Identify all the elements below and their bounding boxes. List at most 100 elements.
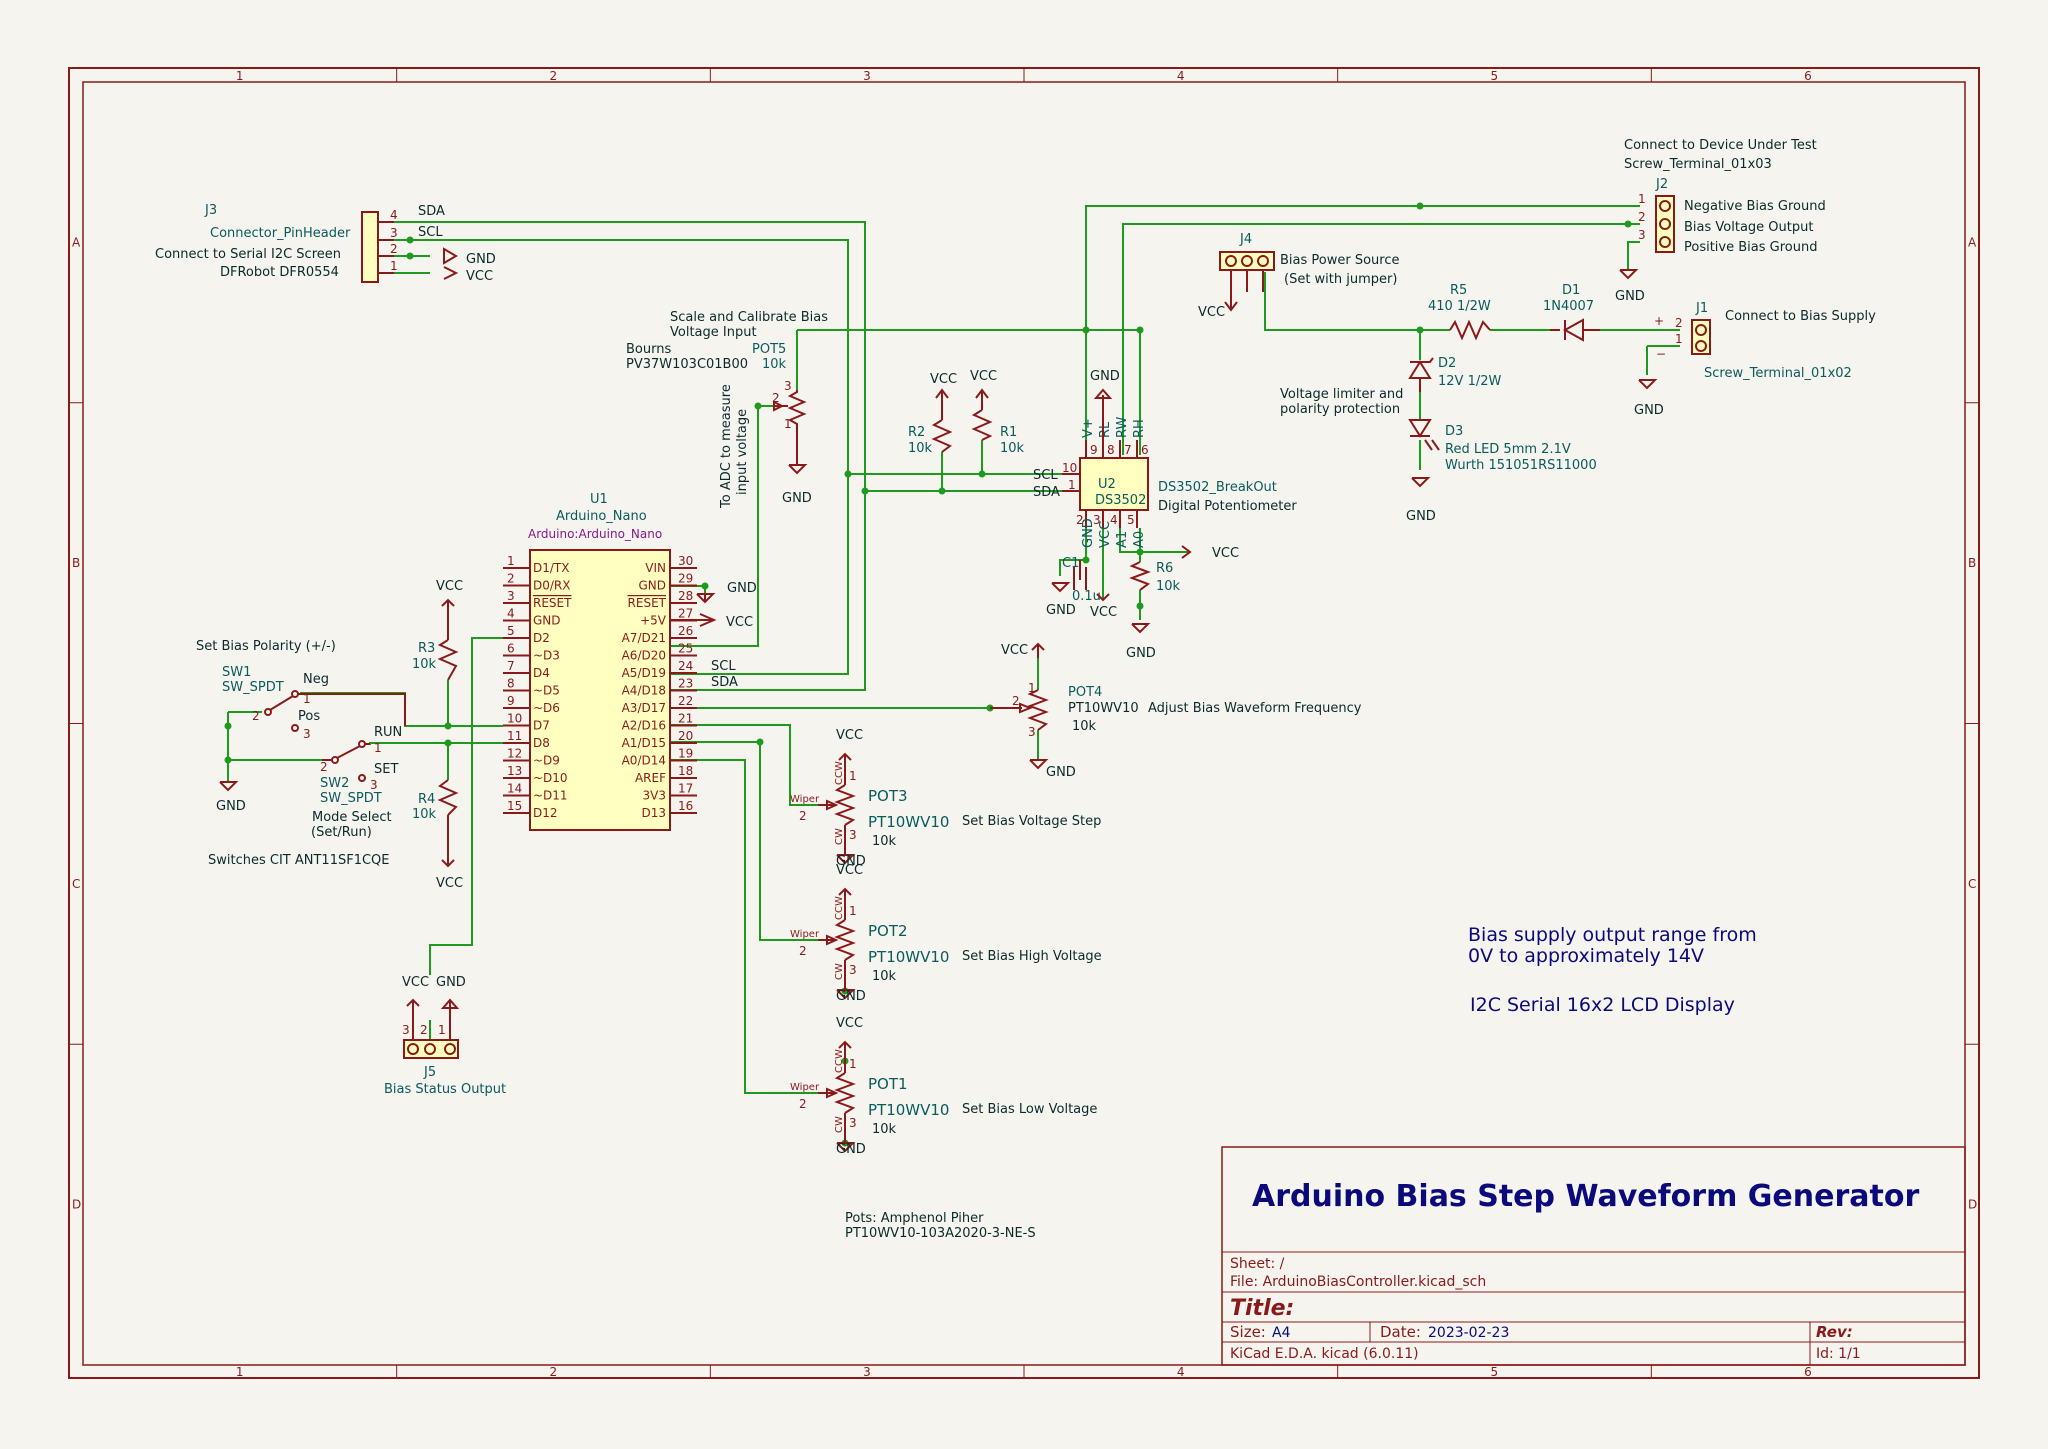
u1-left-pin-name: ~D11 — [533, 789, 568, 803]
u2-scl-label: SCL — [1033, 468, 1058, 483]
u1-right-pin-name: A4/D18 — [622, 684, 666, 698]
u1-left-pin-name: ~D3 — [533, 649, 560, 663]
j3-desc2: DFRobot DFR0554 — [220, 265, 339, 280]
j2-label-1: Negative Bias Ground — [1684, 199, 1826, 214]
u1-right-pin-name: A6/D20 — [622, 649, 666, 663]
pot2-ref: POT2 — [868, 922, 908, 940]
pot1-vcc-label: VCC — [836, 1016, 863, 1031]
pot5-pin-3: 3 — [784, 379, 792, 393]
r6-ref: R6 — [1156, 561, 1173, 576]
u1-right-pin-num: 16 — [678, 799, 693, 813]
title-block-title: Arduino Bias Step Waveform Generator — [1252, 1179, 1919, 1214]
u1-left-pin-num: 10 — [507, 712, 522, 726]
d3-value1: Red LED 5mm 2.1V — [1445, 442, 1571, 457]
u1-right-pin-name: +5V — [640, 614, 667, 628]
u1-right-pin-num: 17 — [678, 782, 693, 796]
pot3-cw-label: CW — [834, 828, 845, 845]
u1-left-pin-num: 4 — [507, 607, 515, 621]
u1-left-pin-num: 15 — [507, 799, 522, 813]
pot1-pin-1: 1 — [849, 1057, 857, 1071]
d2-zener: D2 12V 1/2W — [1408, 356, 1501, 392]
border-col-label-bottom: 5 — [1491, 1365, 1499, 1379]
pot4-desc: Adjust Bias Waveform Frequency — [1148, 701, 1362, 716]
u2-num-8: 8 — [1107, 443, 1115, 457]
j5-ref: J5 — [423, 1065, 436, 1080]
u1-right-pin-name: AREF — [635, 771, 666, 785]
u2-num-1: 1 — [1068, 478, 1076, 492]
pot4-pin-2: 2 — [1012, 694, 1020, 708]
pot5-mfr1: Bourns — [626, 342, 671, 357]
pot1-ccw-label: CCW — [834, 1049, 845, 1073]
c1-value: 0.1u — [1072, 589, 1101, 604]
u2-sda-label: SDA — [1033, 485, 1060, 500]
r6-value: 10k — [1156, 579, 1181, 594]
pot2-ccw-label: CCW — [834, 896, 845, 920]
u1-left-pin-num: 1 — [507, 554, 515, 568]
pot3-vcc-label: VCC — [836, 728, 863, 743]
pot3-res: 10k — [872, 834, 897, 849]
u1-left-pin-name: D12 — [533, 806, 558, 820]
border-row-label-right: A — [1968, 235, 1977, 249]
pot5-pin-2: 2 — [772, 391, 780, 405]
j3-pin-1: 1 — [390, 259, 398, 273]
sw1-pin-2: 2 — [252, 709, 260, 723]
u2-pin-a0: A0 — [1132, 531, 1147, 548]
u1-left-pin-name: D7 — [533, 719, 550, 733]
c1-vcc-label: VCC — [1090, 605, 1117, 620]
u1-left-pin-num: 12 — [507, 747, 522, 761]
u1-left-pin-name: D0/RX — [533, 579, 570, 593]
pot2-gnd-label: GND — [836, 989, 866, 1004]
j1-desc: Connect to Bias Supply — [1725, 309, 1876, 324]
r2-value: 10k — [908, 441, 933, 456]
sw1-pos: Pos — [298, 709, 320, 724]
j3-pin-3: 3 — [390, 226, 398, 240]
pot3-ref: POT3 — [868, 787, 908, 805]
j4-desc1: Bias Power Source — [1280, 253, 1400, 268]
r1-vcc-label: VCC — [970, 369, 997, 384]
u1-left-pin-name: ~D9 — [533, 754, 560, 768]
u2-pin-rh: RH — [1132, 419, 1147, 438]
u1-left-pin-num: 7 — [507, 659, 515, 673]
u1-right-pin-name: VIN — [645, 561, 666, 575]
j1-ref: J1 — [1695, 301, 1708, 316]
u1-right-pin-name: A0/D14 — [622, 754, 666, 768]
j3-sda-label: SDA — [418, 204, 445, 219]
title-block-file: File: ArduinoBiasController.kicad_sch — [1230, 1274, 1486, 1290]
pot2-pin-3: 3 — [849, 963, 857, 977]
pot3-ccw-label: CCW — [834, 761, 845, 785]
u2-num-6: 6 — [1141, 443, 1149, 457]
u2-num-9: 9 — [1090, 443, 1098, 457]
u1-right-pin-name: D13 — [641, 806, 666, 820]
u2-pin-a1: A1 — [1115, 531, 1130, 548]
u1-right-pin-name: A7/D21 — [622, 631, 666, 645]
pot4-value: PT10WV10 — [1068, 701, 1139, 716]
border-row-label-right: D — [1968, 1198, 1977, 1212]
border-row-label-right: B — [1968, 556, 1976, 570]
j1-pin-1: 1 — [1675, 332, 1683, 346]
border-col-label-bottom: 4 — [1177, 1365, 1185, 1379]
u1-left-pin-name: ~D10 — [533, 771, 568, 785]
note-polarity: Set Bias Polarity (+/-) — [196, 639, 336, 654]
u1-left-pin-num: 13 — [507, 764, 522, 778]
pot4-gnd-label: GND — [1046, 765, 1076, 780]
title-block-tool: KiCad E.D.A. kicad (6.0.11) — [1230, 1346, 1419, 1362]
u1-gnd-label: GND — [727, 581, 757, 596]
u1-right-pin-num: 19 — [678, 747, 693, 761]
pot3-pin-3: 3 — [849, 828, 857, 842]
note-range-1: Bias supply output range from — [1468, 924, 1757, 946]
sw2-switch: RUN SET 1 2 3 SW2 SW_SPDT Mode Select (S… — [216, 725, 402, 840]
r1-value: 10k — [1000, 441, 1025, 456]
border-col-label-top: 2 — [550, 69, 558, 83]
j3-value: Connector_PinHeader — [210, 226, 351, 241]
r2-vcc-label: VCC — [930, 372, 957, 387]
r2-ref: R2 — [908, 425, 925, 440]
j3-vcc-label: VCC — [466, 269, 493, 284]
pot4-pin-3: 3 — [1028, 725, 1036, 739]
j4-vcc-label: VCC — [1198, 305, 1225, 320]
border-col-label-top: 1 — [236, 69, 244, 83]
u2-pin-gnd: GND — [1081, 518, 1096, 548]
pot3-pin-1: 1 — [849, 769, 857, 783]
pot5-trimmer: Scale and Calibrate Bias Voltage Input B… — [626, 310, 828, 506]
